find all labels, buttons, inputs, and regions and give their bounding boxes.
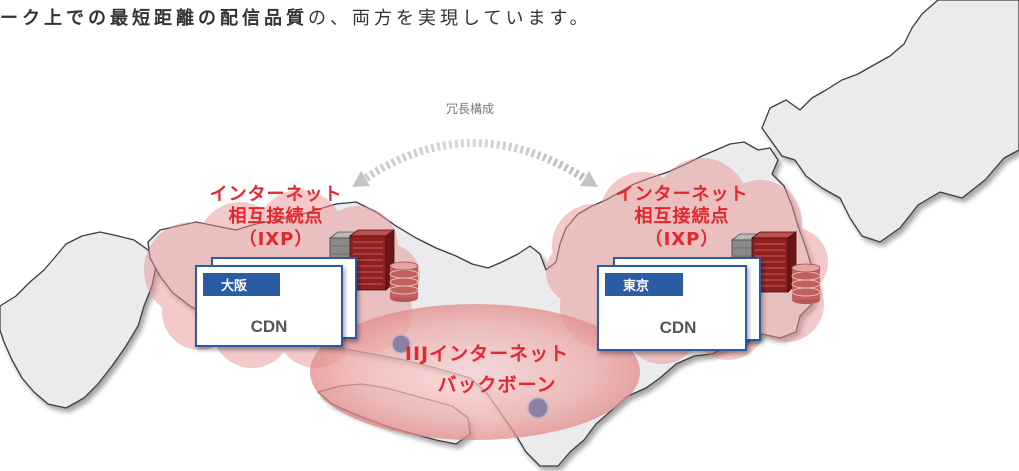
ixp-line2: 相互接続点 <box>635 205 730 227</box>
city-label: 東京 <box>623 278 649 294</box>
city-tag <box>605 273 683 296</box>
ixp-line1: インターネット <box>210 184 343 205</box>
city-label: 大阪 <box>221 278 248 294</box>
node-dot-icon <box>391 334 411 354</box>
map-hokkaido <box>761 0 1019 243</box>
double-arrow-icon <box>352 139 598 187</box>
intro-bold: ーク上での最短距離の配信品質 <box>0 7 308 29</box>
city-tag <box>203 273 280 296</box>
cdn-label: CDN <box>660 318 697 337</box>
ixp-line3: （IXP） <box>239 229 314 250</box>
ixp-label-right: インターネット 相互接続点 （IXP） <box>616 184 749 250</box>
ixp-line1: インターネット <box>616 184 749 205</box>
backbone-line1: IIJインターネット <box>405 343 569 365</box>
backbone-line2: バックボーン <box>437 374 556 396</box>
backbone-area <box>310 304 640 440</box>
ixp-label-left: インターネット 相互接続点 （IXP） <box>210 184 343 250</box>
backbone-label: IIJインターネット バックボーン <box>405 343 569 396</box>
ixp-line3: （IXP） <box>645 229 720 250</box>
cdn-label: CDN <box>251 317 288 336</box>
node-dot-icon <box>527 397 549 419</box>
cdn-card-osaka: 大阪 CDN <box>195 257 357 347</box>
arrow-head-right <box>580 171 598 187</box>
redundancy-arc <box>363 139 587 182</box>
ixp-line2: 相互接続点 <box>229 205 324 227</box>
intro-rest: の、両方を実現しています。 <box>308 8 592 29</box>
map-kyushu <box>0 231 157 409</box>
redundancy-label: 冗長構成 <box>446 102 494 116</box>
intro-sentence: ーク上での最短距離の配信品質の、両方を実現しています。 <box>0 7 592 29</box>
arrow-head-left <box>352 171 370 187</box>
cdn-card-tokyo: 東京 CDN <box>597 257 761 351</box>
